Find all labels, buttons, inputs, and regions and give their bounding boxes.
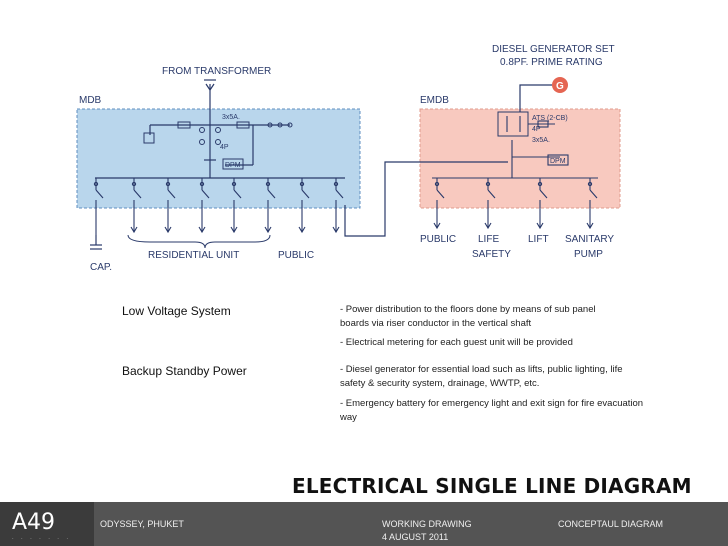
- ats-label: ATS (2-CB): [532, 115, 568, 122]
- cap-label: CAP.: [90, 262, 112, 273]
- section-heading-backup-power: Backup Standby Power: [122, 364, 247, 378]
- emdb-dpm-label: DPM: [550, 158, 566, 165]
- section-bullet: - Electrical metering for each guest uni…: [340, 337, 573, 348]
- generator-symbol: [552, 77, 568, 93]
- mdb-rating: 3x5A.: [222, 114, 240, 121]
- emdb-rating: 3x5A.: [532, 137, 550, 144]
- mdb-poles: 4P: [220, 144, 229, 151]
- sanitary-label: SANITARY: [565, 234, 614, 245]
- tie-line: [344, 161, 430, 237]
- from-transformer-label: FROM TRANSFORMER: [162, 66, 271, 77]
- generator-title: DIESEL GENERATOR SET: [492, 44, 615, 55]
- public-mdb-label: PUBLIC: [278, 250, 314, 261]
- mdb-panel: [76, 108, 361, 209]
- logo: A49: [12, 510, 56, 535]
- logo-dots: · · · · · · ·: [12, 536, 71, 542]
- public-emdb-label: PUBLIC: [420, 234, 456, 245]
- footer-type: CONCEPTAUL DIAGRAM: [558, 519, 664, 529]
- section-bullet: - Diesel generator for essential load su…: [340, 364, 623, 389]
- emdb-label: EMDB: [420, 95, 449, 106]
- generator-letter: G: [556, 81, 564, 92]
- mdb-dpm-label: DPM: [225, 162, 241, 169]
- mdb-feeders: [93, 178, 344, 235]
- section-heading-low-voltage: Low Voltage System: [122, 304, 231, 318]
- lift-label: LIFT: [528, 234, 549, 245]
- logo-block: A49 · · · · · · ·: [0, 502, 94, 546]
- residential-unit-label: RESIDENTIAL UNIT: [148, 250, 239, 261]
- section-bullet: - Emergency battery for emergency light …: [340, 398, 644, 423]
- transformer-feed: [204, 79, 216, 178]
- emdb-poles: 4P: [532, 126, 541, 133]
- footer-stage: WORKING DRAWING: [382, 519, 472, 529]
- safety-label: SAFETY: [472, 249, 511, 260]
- pump-label: PUMP: [574, 249, 603, 260]
- emdb-dpm-box: [547, 154, 569, 166]
- emdb-feeders: [433, 178, 598, 230]
- footer-date: 4 AUGUST 2011: [382, 532, 449, 542]
- single-line-diagram: FROM TRANSFORMER MDB 3x5A. 4P DPM CAP. R…: [76, 44, 621, 273]
- generator-rating: 0.8PF. PRIME RATING: [500, 57, 603, 68]
- footer-project: ODYSSEY, PHUKET: [100, 519, 184, 529]
- residential-brace: [127, 234, 271, 249]
- footer-bar: A49 · · · · · · · ODYSSEY, PHUKET WORKIN…: [0, 502, 728, 546]
- mdb-dpm-box: [222, 158, 244, 170]
- capacitor-symbol: [90, 235, 102, 250]
- life-label: LIFE: [478, 234, 499, 245]
- section-bullet: - Power distribution to the floors done …: [340, 304, 596, 329]
- mdb-label: MDB: [79, 95, 102, 106]
- page-title: ELECTRICAL SINGLE LINE DIAGRAM: [292, 474, 692, 498]
